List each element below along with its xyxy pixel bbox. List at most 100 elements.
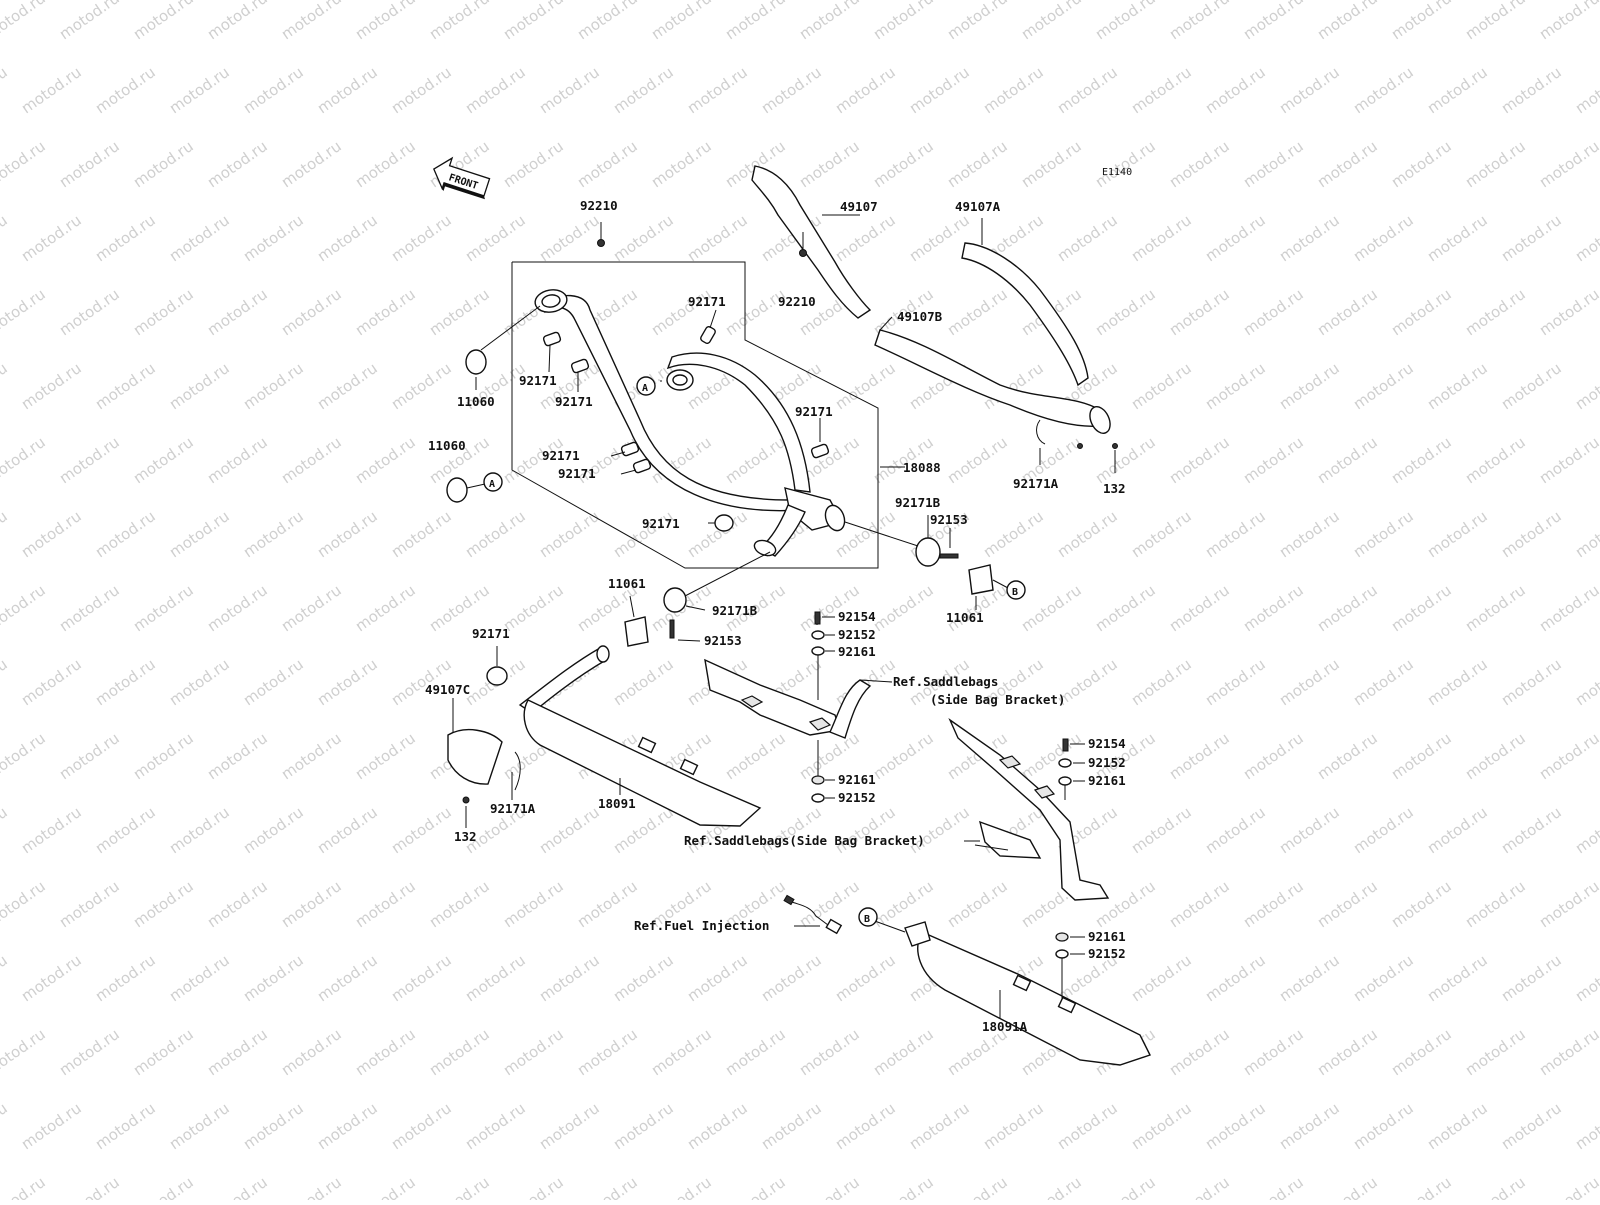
watermark-text: motod.ru (388, 507, 455, 561)
watermark-text: motod.ru (1388, 0, 1455, 43)
watermark-text: motod.ru (278, 1025, 345, 1079)
watermark-text: motod.ru (18, 507, 85, 561)
header-pipe-assembly (511, 261, 879, 569)
label-49107A: 49107A (955, 199, 1001, 214)
watermark-text: motod.ru (1572, 951, 1600, 1005)
label-49107: 49107 (840, 199, 878, 214)
label-132-a: 132 (1103, 481, 1126, 496)
label-92210-a: 92210 (580, 198, 618, 213)
watermark-text: motod.ru (0, 507, 11, 561)
diagram-code: E1140 (1102, 167, 1132, 178)
watermark-text: motod.ru (1424, 1099, 1491, 1153)
watermark-text: motod.ru (166, 951, 233, 1005)
watermark-text: motod.ru (1202, 655, 1269, 709)
callout-B-1: B (1006, 580, 1026, 600)
watermark-text: motod.ru (426, 1173, 493, 1200)
watermark-text: motod.ru (1276, 803, 1343, 857)
label-11060-b: 11060 (428, 438, 466, 453)
watermark-text: motod.ru (906, 803, 973, 857)
watermark-text: motod.ru (870, 581, 937, 635)
watermark-text: motod.ru (722, 1173, 789, 1200)
watermark-text: motod.ru (536, 951, 603, 1005)
watermark-text: motod.ru (1166, 729, 1233, 783)
watermark-text: motod.ru (1462, 0, 1529, 43)
watermark-text: motod.ru (1166, 1025, 1233, 1079)
label-92171-b: 92171 (519, 373, 557, 388)
watermark-text: motod.ru (278, 0, 345, 43)
bolt-92153-b (669, 619, 675, 639)
watermark-text: motod.ru (56, 729, 123, 783)
watermark-text: motod.ru (18, 63, 85, 117)
watermark-text: motod.ru (500, 1173, 567, 1200)
watermark-text: motod.ru (1388, 137, 1455, 191)
watermark-text: motod.ru (832, 211, 899, 265)
watermark-text: motod.ru (1572, 507, 1600, 561)
watermark-text: motod.ru (1314, 285, 1381, 339)
heat-guard-49107A (961, 242, 1089, 387)
bolt-92210-b (799, 249, 807, 257)
watermark-text: motod.ru (1572, 803, 1600, 857)
watermark-text: motod.ru (1462, 1025, 1529, 1079)
watermark-text: motod.ru (1350, 803, 1417, 857)
watermark-text: motod.ru (0, 137, 49, 191)
bolt-92210-a (597, 239, 605, 247)
label-92152-d: 92152 (1088, 946, 1126, 961)
gasket-11060-b (446, 477, 468, 503)
watermark-text: motod.ru (574, 1025, 641, 1079)
watermark-text: motod.ru (130, 1173, 197, 1200)
watermark-text: motod.ru (1424, 951, 1491, 1005)
watermark-text: motod.ru (130, 0, 197, 43)
watermark-text: motod.ru (388, 803, 455, 857)
label-92161-d: 92161 (1088, 929, 1126, 944)
watermark-text: motod.ru (758, 1099, 825, 1153)
connector-11061-a (624, 616, 649, 647)
watermark-text: motod.ru (204, 877, 271, 931)
watermark-text: motod.ru (240, 359, 307, 413)
watermark-text: motod.ru (1462, 581, 1529, 635)
watermark-text: motod.ru (18, 211, 85, 265)
watermark-text: motod.ru (944, 0, 1011, 43)
watermark-text: motod.ru (166, 803, 233, 857)
watermark-text: motod.ru (1240, 1173, 1307, 1200)
watermark-text: motod.ru (314, 1099, 381, 1153)
watermark-text: motod.ru (56, 1025, 123, 1079)
svg-text:B: B (1012, 587, 1018, 598)
watermark-text: motod.ru (796, 0, 863, 43)
watermark-text: motod.ru (1018, 137, 1085, 191)
watermark-text: motod.ru (758, 951, 825, 1005)
watermark-text: motod.ru (610, 951, 677, 1005)
label-ref-fuel-injection: Ref.Fuel Injection (634, 918, 769, 933)
watermark-text: motod.ru (1572, 359, 1600, 413)
watermark-text: motod.ru (0, 1173, 49, 1200)
watermark-text: motod.ru (1166, 877, 1233, 931)
label-92171A-b: 92171A (490, 801, 536, 816)
watermark-text: motod.ru (352, 877, 419, 931)
watermark-text: motod.ru (1092, 877, 1159, 931)
watermark-text: motod.ru (1350, 1099, 1417, 1153)
watermark-text: motod.ru (1424, 507, 1491, 561)
watermark-text: motod.ru (500, 1025, 567, 1079)
watermark-text: motod.ru (1276, 655, 1343, 709)
watermark-text: motod.ru (1536, 1025, 1600, 1079)
watermark-text: motod.ru (1018, 729, 1085, 783)
watermark-text: motod.ru (944, 137, 1011, 191)
watermark-text: motod.ru (980, 63, 1047, 117)
watermark-text: motod.ru (0, 359, 11, 413)
watermark-text: motod.ru (56, 0, 123, 43)
watermark-text: motod.ru (56, 581, 123, 635)
watermark-text: motod.ru (1462, 877, 1529, 931)
watermark-text: motod.ru (278, 137, 345, 191)
watermark-text: motod.ru (388, 359, 455, 413)
label-92153-a: 92153 (930, 512, 968, 527)
watermark-text: motod.ru (1240, 285, 1307, 339)
callout-A-2: A (483, 472, 503, 492)
watermark-text: motod.ru (314, 951, 381, 1005)
watermark-text: motod.ru (278, 1173, 345, 1200)
label-92161-a: 92161 (838, 644, 876, 659)
watermark-text: motod.ru (536, 211, 603, 265)
watermark-text: motod.ru (130, 433, 197, 487)
watermark-text: motod.ru (1572, 1099, 1600, 1153)
saddlebag-bracket-upper (704, 658, 893, 739)
label-ref-saddlebags-upper-sub: (Side Bag Bracket) (930, 692, 1065, 707)
watermark-text: motod.ru (388, 1099, 455, 1153)
